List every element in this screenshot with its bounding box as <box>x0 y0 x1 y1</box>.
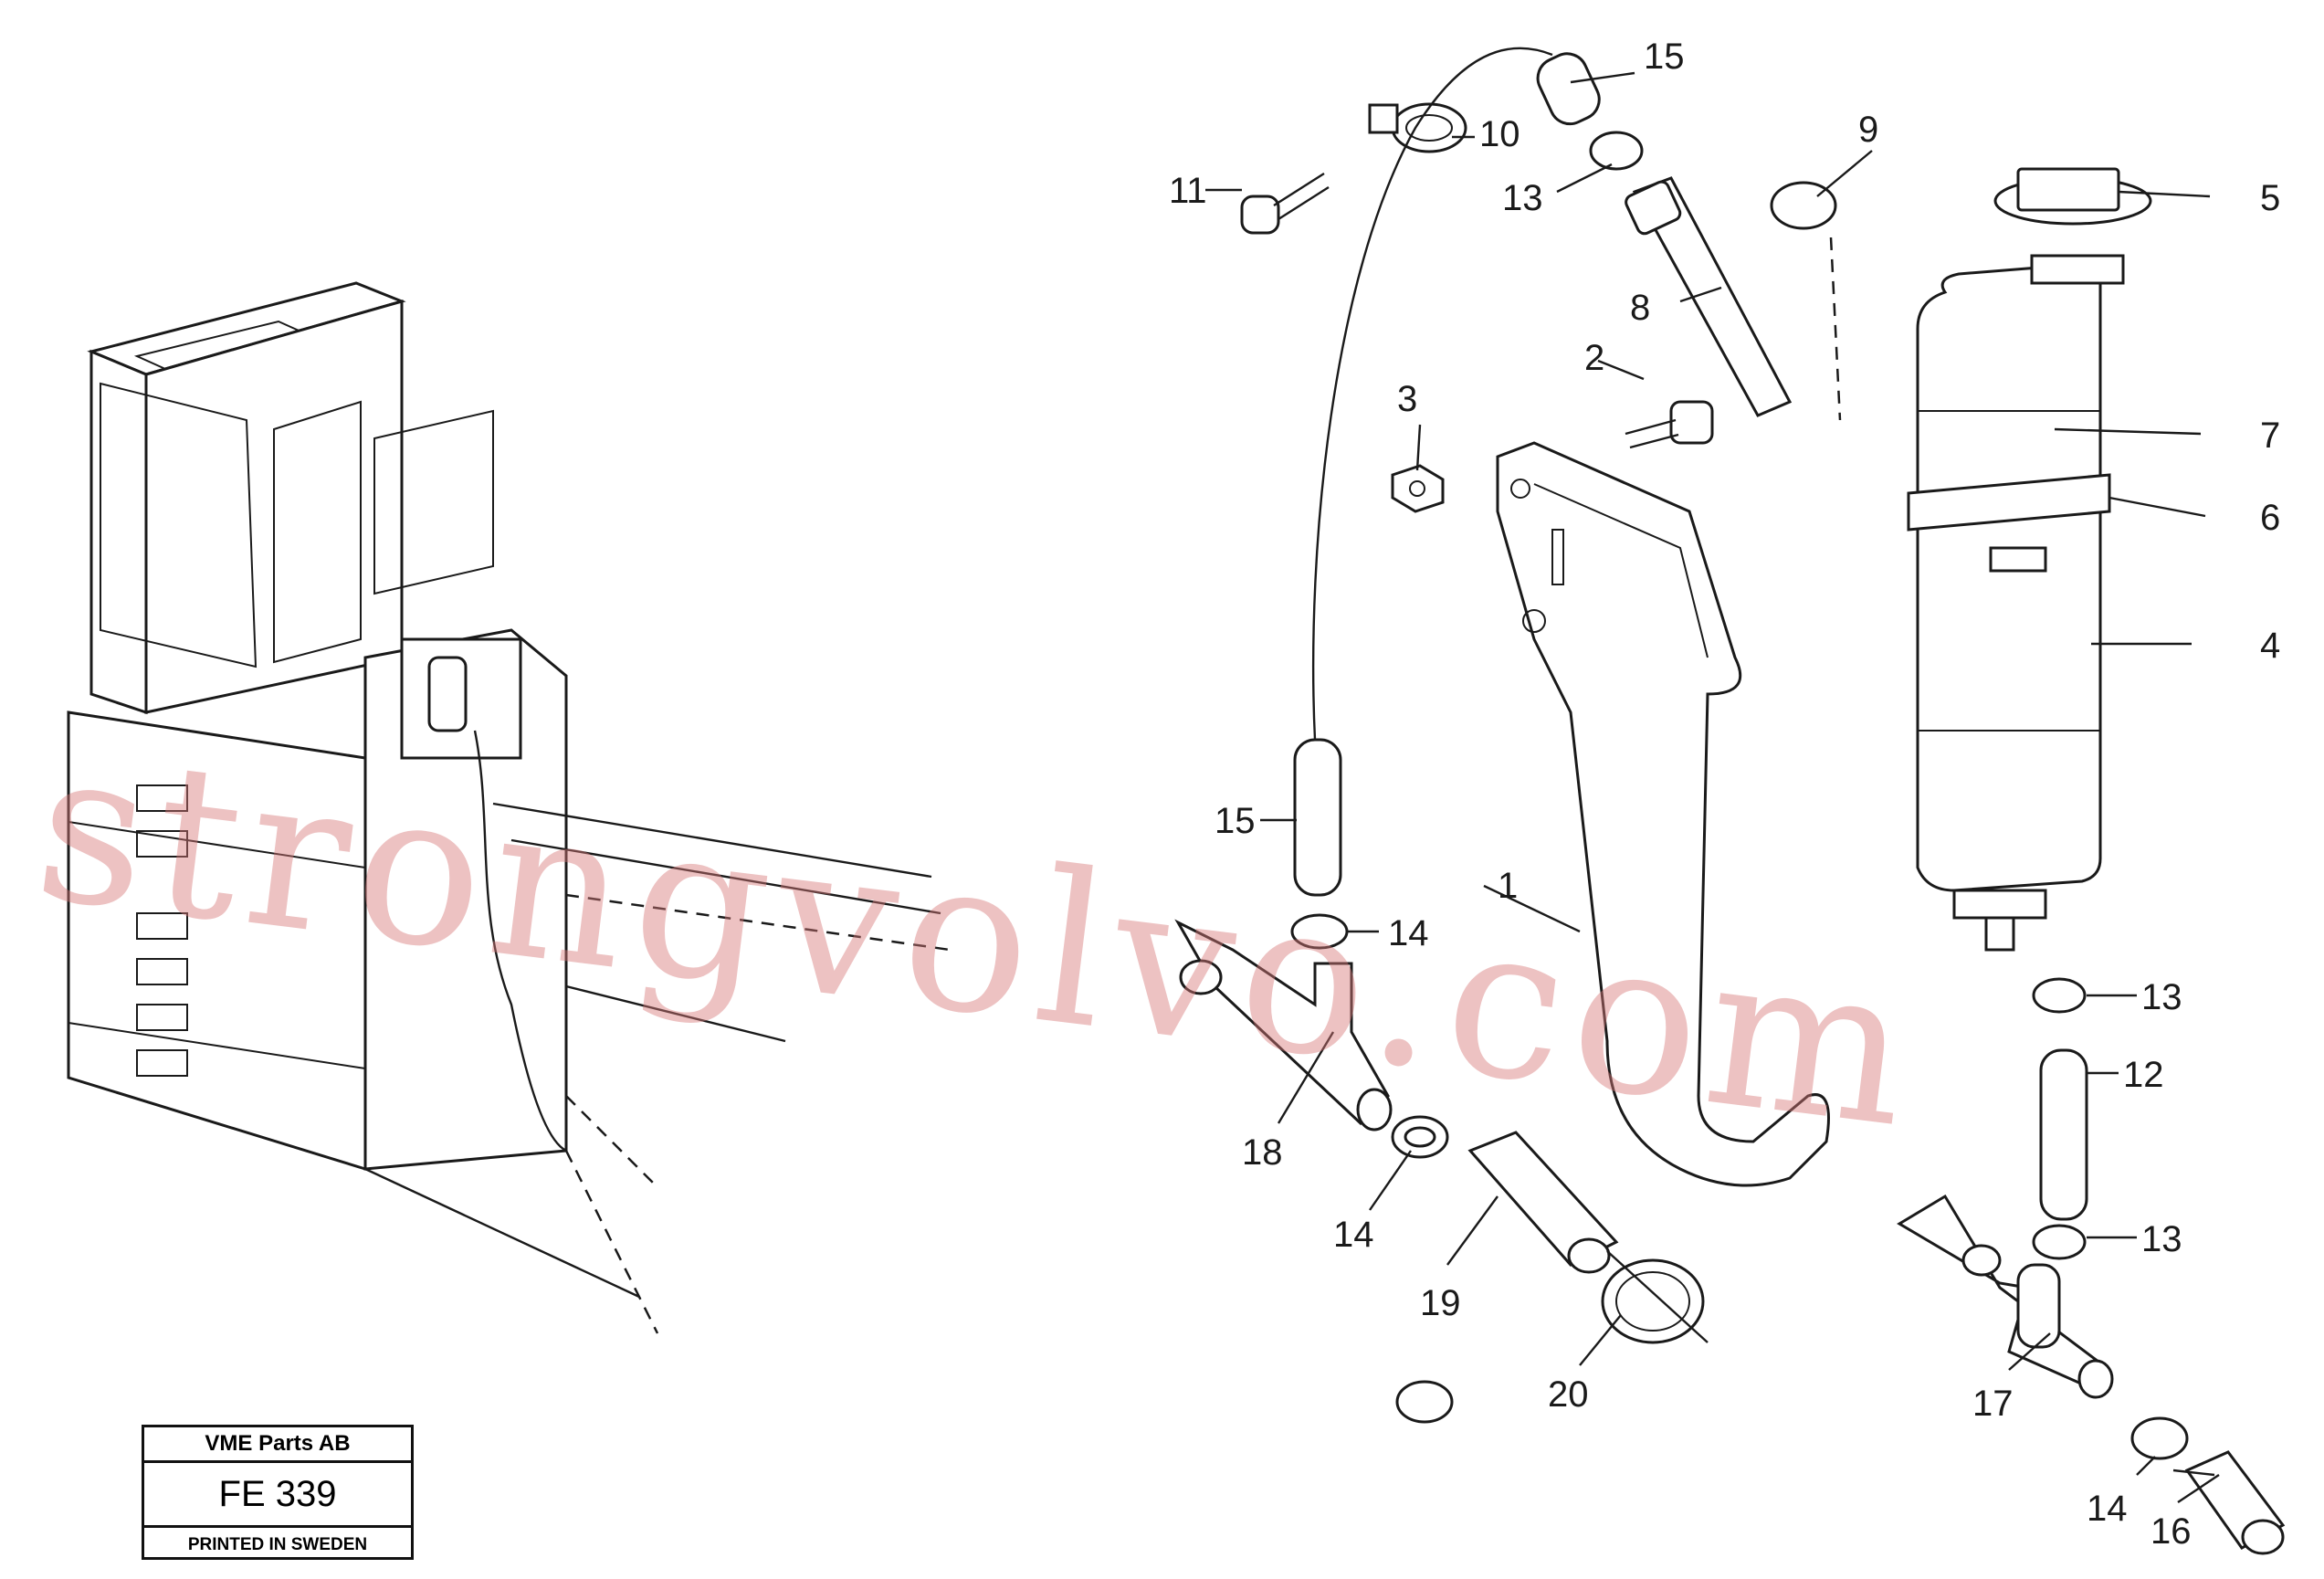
title-block-drawing-code: FE 339 <box>144 1463 411 1528</box>
bolt-2 <box>1625 400 1714 449</box>
callout-14-middle: 14 <box>1333 1215 1374 1255</box>
callout-11: 11 <box>1169 171 1207 211</box>
callout-5: 5 <box>2260 178 2280 218</box>
callout-12: 12 <box>2123 1055 2164 1095</box>
callout-6: 6 <box>2260 498 2280 538</box>
callout-19: 19 <box>1420 1283 1461 1323</box>
title-block-printed: PRINTED IN SWEDEN <box>187 1535 368 1554</box>
callout-13-middle: 13 <box>2141 977 2182 1017</box>
callout-10: 10 <box>1479 114 1520 154</box>
callout-8: 8 <box>1630 288 1650 328</box>
hose-sleeve-15-lower <box>1293 47 1553 897</box>
tank-strap <box>1907 473 2111 573</box>
callout-2: 2 <box>1584 338 1604 378</box>
hose-12 <box>2032 977 2088 1260</box>
mounting-bracket <box>1496 441 1830 1187</box>
callout-16: 16 <box>2150 1511 2192 1552</box>
hose-19 <box>1467 1131 1619 1274</box>
leader-lines <box>1205 71 2220 1503</box>
callout-15-top: 15 <box>1644 37 1685 77</box>
clamp-20 <box>1601 1250 1709 1344</box>
callout-14-upper: 14 <box>1388 913 1429 953</box>
nut-3 <box>1391 464 1445 513</box>
callout-17: 17 <box>1972 1384 2014 1424</box>
callout-18: 18 <box>1242 1132 1283 1173</box>
hose-clip-14-lower <box>2130 1416 2189 1460</box>
callout-7: 7 <box>2260 416 2280 456</box>
callout-9: 9 <box>1858 110 1878 150</box>
title-block-company: VME Parts AB <box>144 1427 411 1463</box>
callout-20: 20 <box>1548 1374 1589 1415</box>
callout-4: 4 <box>2260 626 2280 666</box>
title-block: VME Parts AB FE 339 PRINTED IN SWEDEN <box>142 1425 414 1560</box>
hose-clip-13-top <box>1589 131 1644 171</box>
callout-13-lower: 13 <box>2141 1219 2182 1259</box>
clamp-10 <box>1368 102 1467 153</box>
bolt-11 <box>1240 172 1330 235</box>
callout-13-top: 13 <box>1502 178 1543 218</box>
callout-labels: 1 2 3 4 5 6 7 8 9 10 11 12 13 13 13 14 1… <box>1169 37 2280 1552</box>
callout-1: 1 <box>1498 866 1518 906</box>
callout-3: 3 <box>1397 379 1417 419</box>
hose-16 <box>2184 1450 2286 1555</box>
tee-fitting-17 <box>1897 1194 2114 1399</box>
callout-14-lower: 14 <box>2087 1489 2128 1529</box>
hose-sleeve-15-top <box>1536 52 1601 126</box>
tee-fitting-18 <box>1174 919 1393 1132</box>
callout-15-lower: 15 <box>1215 801 1256 841</box>
reservoir-tank <box>1916 263 2102 952</box>
filler-cap <box>1993 167 2152 285</box>
machine-cab-illustration <box>67 281 951 1334</box>
hose-clips-14 <box>1290 913 1454 1424</box>
pipe-8 <box>1625 176 1793 417</box>
